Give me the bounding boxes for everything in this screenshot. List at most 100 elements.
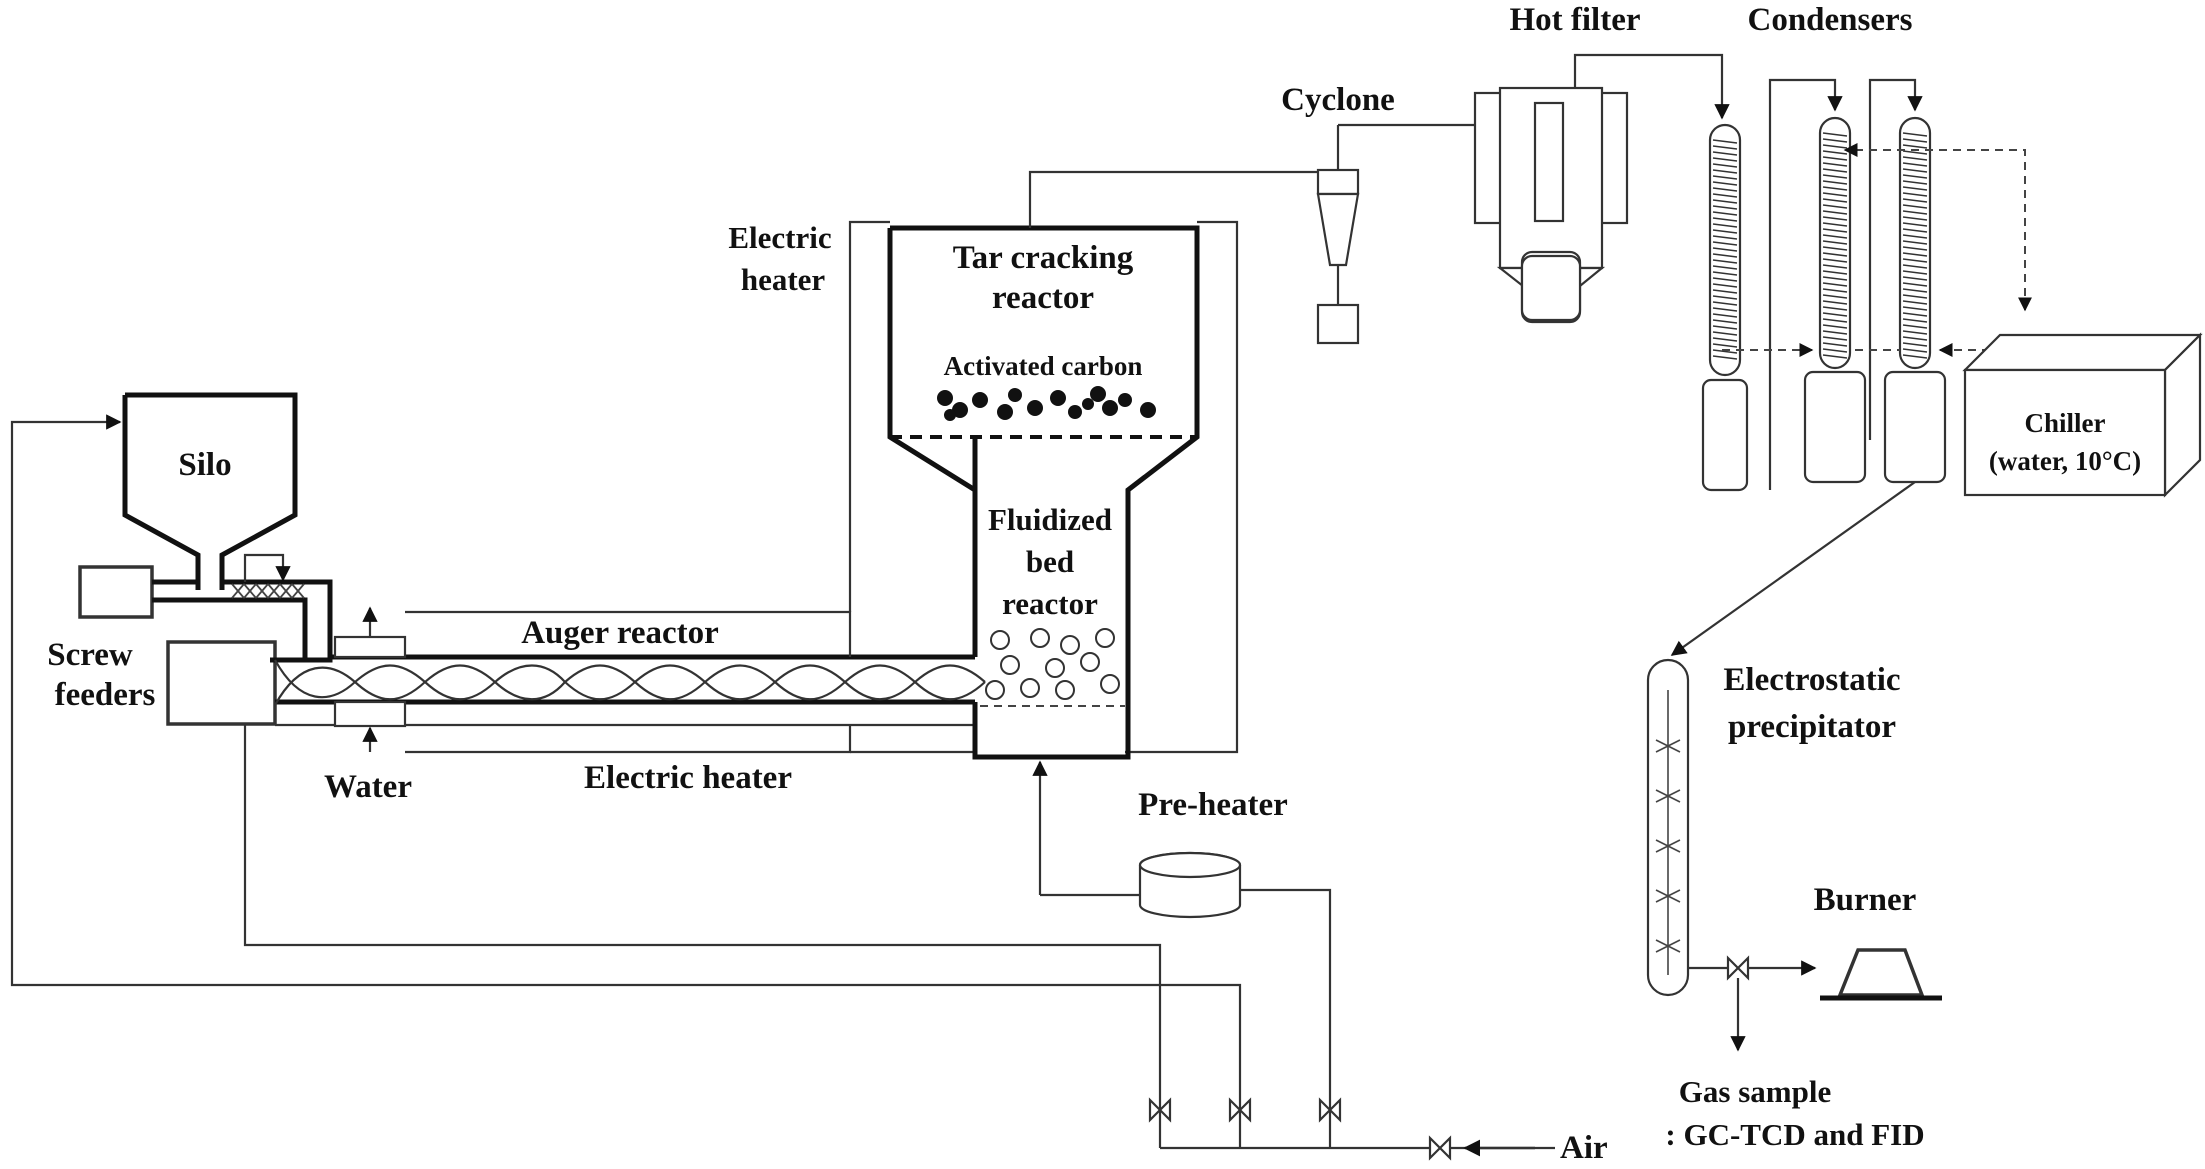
coil-line xyxy=(1712,241,1738,246)
coil-line xyxy=(1902,210,1928,215)
coil-line xyxy=(1822,216,1848,221)
coil-line xyxy=(1902,156,1928,161)
coil-line xyxy=(1902,282,1928,287)
burner-icon xyxy=(1837,948,1925,997)
coil-line xyxy=(1902,246,1928,251)
coil-line xyxy=(1902,174,1928,179)
auger-reactor: Auger reactor Water Electric heater xyxy=(274,582,986,805)
fluidized-label-line3: reactor xyxy=(1002,586,1098,621)
coil-line xyxy=(1822,132,1848,137)
coil-line xyxy=(1822,204,1848,209)
coil-line xyxy=(1822,222,1848,227)
activated-carbon-particles xyxy=(937,386,1156,421)
hot-filter-label: Hot filter xyxy=(1509,2,1640,38)
coil-line xyxy=(1822,264,1848,269)
electrostatic-label-line1: Electrostatic xyxy=(1723,662,1900,698)
coil-line xyxy=(1902,222,1928,227)
coil-line xyxy=(1822,234,1848,239)
coil-line xyxy=(1712,313,1738,318)
coil-line xyxy=(1822,198,1848,203)
coil-line xyxy=(1712,181,1738,186)
electrostatic-precipitator: Electrostatic precipitator xyxy=(1646,481,1916,997)
coil-line xyxy=(1822,156,1848,161)
coil-line xyxy=(1712,253,1738,258)
pre-heater-label: Pre-heater xyxy=(1138,787,1288,823)
feeder-motor-small xyxy=(78,565,154,619)
coil-line xyxy=(1712,139,1738,144)
coil-line xyxy=(1712,211,1738,216)
coil-line xyxy=(1822,180,1848,185)
water-label: Water xyxy=(324,769,412,805)
coil-line xyxy=(1712,235,1738,240)
fluidized-label-line1: Fluidized xyxy=(988,502,1112,537)
coil-line xyxy=(1902,138,1928,143)
coil-line xyxy=(1822,354,1848,359)
coil-line xyxy=(1822,270,1848,275)
gas-sample-label-line1: Gas sample xyxy=(1679,1074,1831,1109)
cyclone-label: Cyclone xyxy=(1281,82,1395,118)
air-valve-main xyxy=(1428,1135,1452,1161)
cyclone: Cyclone xyxy=(1281,82,1495,345)
burner-and-sampling: Burner Gas sample : GC-TCD and FID xyxy=(1665,882,1942,1152)
activated-carbon-label: Activated carbon xyxy=(944,351,1143,381)
sample-valve xyxy=(1726,955,1750,981)
coil-line xyxy=(1822,336,1848,341)
coil-line xyxy=(1902,228,1928,233)
coil-line xyxy=(1712,331,1738,336)
silo-label: Silo xyxy=(178,447,231,483)
coil-line xyxy=(1712,229,1738,234)
coil-line xyxy=(1822,240,1848,245)
condenser-3 xyxy=(1883,116,1947,484)
coil-line xyxy=(1712,187,1738,192)
coil-line xyxy=(1712,307,1738,312)
coil-line xyxy=(1902,318,1928,323)
air-valve-3 xyxy=(1318,1097,1342,1123)
coil-line xyxy=(1712,283,1738,288)
coil-line xyxy=(1902,324,1928,329)
coil-line xyxy=(1822,342,1848,347)
coil-line xyxy=(1712,295,1738,300)
coil-line xyxy=(1822,246,1848,251)
coil-line xyxy=(1822,258,1848,263)
coil-line xyxy=(1822,210,1848,215)
coil-line xyxy=(1902,342,1928,347)
coil-line xyxy=(1712,271,1738,276)
coil-line xyxy=(1822,174,1848,179)
coil-line xyxy=(1822,144,1848,149)
electric-heater-side-label-line2: heater xyxy=(741,262,826,297)
coil-line xyxy=(1902,294,1928,299)
coil-line xyxy=(1712,325,1738,330)
coil-line xyxy=(1902,204,1928,209)
coil-line xyxy=(1902,336,1928,341)
coil-line xyxy=(1902,270,1928,275)
coil-line xyxy=(1712,259,1738,264)
coil-line xyxy=(1902,300,1928,305)
precipitator-electrodes xyxy=(1655,690,1681,975)
coil-line xyxy=(1902,198,1928,203)
coil-line xyxy=(1902,132,1928,137)
coil-line xyxy=(1822,150,1848,155)
coil-line xyxy=(1902,144,1928,149)
screw-feeders-label-line2: feeders xyxy=(55,677,156,713)
coil-line xyxy=(1902,264,1928,269)
air-valve-1 xyxy=(1148,1097,1172,1123)
coil-line xyxy=(1822,318,1848,323)
coil-line xyxy=(1822,168,1848,173)
coil-line xyxy=(1712,301,1738,306)
water-jacket-top xyxy=(333,635,407,659)
air-valve-2 xyxy=(1228,1097,1252,1123)
coil-line xyxy=(1902,240,1928,245)
coil-line xyxy=(1902,330,1928,335)
coil-line xyxy=(1712,337,1738,342)
fluidized-label-line2: bed xyxy=(1026,544,1074,579)
coil-line xyxy=(1902,258,1928,263)
coil-line xyxy=(1712,355,1738,360)
coil-line xyxy=(1822,312,1848,317)
coil-line xyxy=(1822,138,1848,143)
chiller: Chiller (water, 10°C) xyxy=(1962,332,2203,498)
condenser-2 xyxy=(1803,116,1867,484)
fluidized-bed-particles xyxy=(985,628,1120,700)
electrostatic-label-line2: precipitator xyxy=(1728,709,1896,745)
water-jacket-bottom xyxy=(333,700,407,728)
tar-cracking-label-line2: reactor xyxy=(992,280,1094,316)
